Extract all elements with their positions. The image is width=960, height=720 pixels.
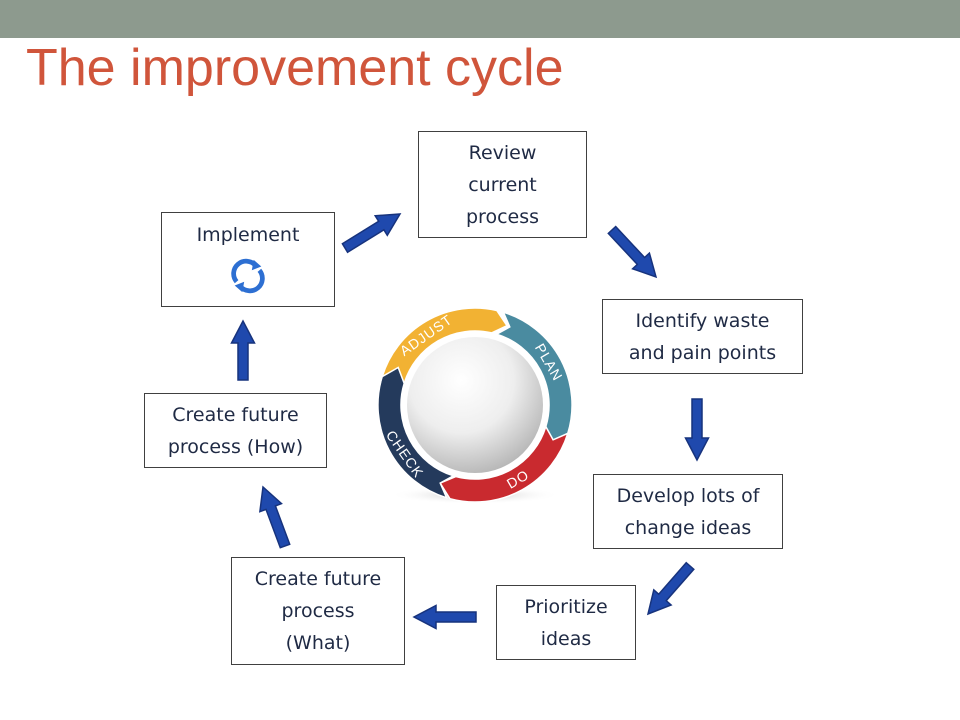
step-text-line: Implement — [196, 224, 300, 246]
step-text-line: Create future — [254, 568, 382, 590]
pdca-segment-adjust — [381, 307, 509, 386]
arrow-identify-to-develop — [684, 398, 710, 462]
step-create-future-process-how: Create future process (How) — [144, 393, 327, 468]
pdca-segment-do — [439, 424, 569, 503]
step-identify-waste: Identify waste and pain points — [602, 299, 803, 374]
step-text-line: Review — [468, 141, 537, 164]
step-implement: Implement — [161, 212, 335, 307]
step-text-line: Create future — [172, 403, 299, 426]
step-text-line: change ideas — [624, 516, 752, 539]
step-text-line: (What) — [285, 632, 351, 654]
arrow-develop-to-prioritize — [646, 561, 695, 616]
step-text-line: ideas — [540, 627, 592, 650]
top-accent-bar — [0, 0, 960, 38]
pdca-center-sphere — [407, 337, 543, 473]
arrow-how-to-implement — [230, 319, 256, 381]
step-text-line: Develop lots of — [616, 484, 760, 507]
arrow-prioritize-to-what — [412, 604, 477, 630]
step-text-line: process (How) — [167, 435, 304, 458]
step-text-line: process — [465, 205, 539, 228]
step-prioritize-ideas: Prioritize ideas — [496, 585, 636, 660]
refresh-cycle-icon — [231, 258, 265, 294]
slide-title: The improvement cycle — [26, 39, 564, 97]
arrow-what-to-how — [259, 485, 291, 549]
step-text-line: Prioritize — [524, 595, 608, 618]
arrow-implement-to-review — [341, 213, 402, 254]
step-develop-change-ideas: Develop lots of change ideas — [593, 474, 783, 549]
arrow-review-to-identify — [607, 225, 658, 279]
step-review-current-process: Review current process — [418, 131, 587, 238]
pdca-segment-check — [377, 366, 456, 499]
step-text-line: and pain points — [628, 341, 777, 364]
step-text-line: Identify waste — [635, 309, 770, 332]
step-create-future-process-what: Create future process (What) — [231, 557, 405, 665]
step-text-line: process — [281, 600, 355, 622]
step-text-line: current — [468, 173, 537, 196]
